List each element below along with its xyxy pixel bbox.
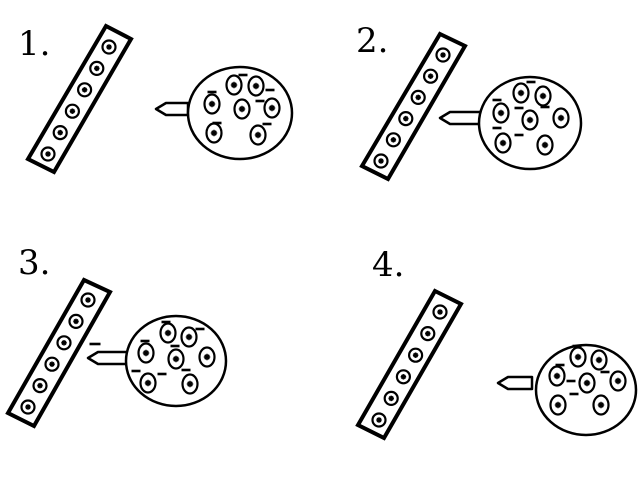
positive-charge-icon (76, 82, 93, 98)
panel-4: 4. (355, 245, 638, 441)
positive-charge-icon (420, 326, 436, 342)
panel-3-number: 3. (18, 243, 50, 283)
positive-charge-icon (89, 60, 105, 77)
atom-icon (534, 85, 552, 107)
rod-positive-charges (371, 304, 448, 428)
atom-icon (552, 107, 570, 129)
positive-charge-icon (80, 292, 96, 308)
sphere-charges (89, 320, 216, 395)
atom-icon (536, 134, 554, 156)
positive-charge-icon (410, 89, 426, 106)
rod-positive-charges (373, 47, 451, 169)
charged-rod (25, 23, 134, 175)
positive-charge-icon (435, 47, 451, 63)
atom-icon (137, 342, 155, 364)
atom-icon (247, 75, 265, 97)
panel-1: 1. (18, 23, 294, 175)
positive-charge-icon (395, 369, 411, 385)
positive-charge-icon (408, 347, 424, 363)
atom-icon (494, 132, 512, 154)
rod-positive-charges (40, 39, 117, 162)
panel-4-number: 4. (372, 245, 404, 285)
panel-2-number: 2. (356, 21, 388, 61)
atom-icon (198, 346, 216, 368)
positive-charge-icon (68, 313, 84, 329)
atom-icon (159, 322, 177, 344)
positive-charge-icon (423, 68, 439, 84)
atom-icon (225, 74, 243, 96)
sphere-charges (548, 344, 627, 416)
positive-charge-icon (385, 132, 401, 148)
atom-icon (592, 394, 610, 416)
rod-positive-charges (20, 292, 96, 415)
sphere-charges (203, 73, 281, 146)
atom-icon (233, 98, 251, 120)
positive-charge-icon (101, 39, 117, 55)
atom-icon (167, 348, 185, 370)
charged-rod (355, 288, 464, 441)
atom-icon (492, 102, 510, 124)
rod-body (355, 288, 464, 441)
atom-icon (203, 93, 221, 115)
positive-charge-icon (64, 103, 81, 119)
atom-icon (180, 326, 198, 348)
charged-rod (5, 277, 113, 429)
electroscope-knob (438, 110, 486, 126)
atom-icon (181, 373, 199, 395)
charged-rod (359, 31, 468, 182)
atom-icon (578, 372, 596, 394)
positive-charge-icon (20, 399, 36, 415)
panel-1-number: 1. (18, 24, 50, 64)
electroscope (438, 75, 583, 171)
positive-charge-icon (52, 125, 68, 141)
positive-charge-icon (398, 110, 414, 127)
electroscope (86, 314, 228, 408)
atom-icon (609, 370, 627, 392)
atom-icon (139, 372, 157, 394)
electroscope (154, 65, 294, 161)
positive-charge-icon (32, 378, 48, 394)
positive-charge-icon (432, 304, 448, 320)
positive-charge-icon (383, 390, 399, 406)
panel-3: 3. (5, 243, 228, 429)
positive-charge-icon (56, 335, 72, 351)
electroscope (496, 343, 638, 437)
positive-charge-icon (371, 412, 387, 428)
positive-charge-icon (373, 153, 389, 169)
positive-charge-icon (40, 146, 56, 162)
atom-icon (249, 124, 267, 146)
atom-icon (569, 346, 587, 368)
atom-icon (549, 394, 567, 416)
electroscope-knob (86, 350, 129, 366)
electroscope-knob (496, 375, 534, 391)
atom-icon (263, 97, 281, 119)
panel-2: 2. (356, 21, 583, 182)
atom-icon (548, 365, 566, 387)
atom-icon (521, 109, 539, 131)
sphere-charges (492, 80, 570, 156)
atom-icon (512, 82, 530, 104)
atom-icon (590, 349, 608, 371)
positive-charge-icon (44, 356, 60, 372)
electroscope-knob (154, 101, 190, 117)
